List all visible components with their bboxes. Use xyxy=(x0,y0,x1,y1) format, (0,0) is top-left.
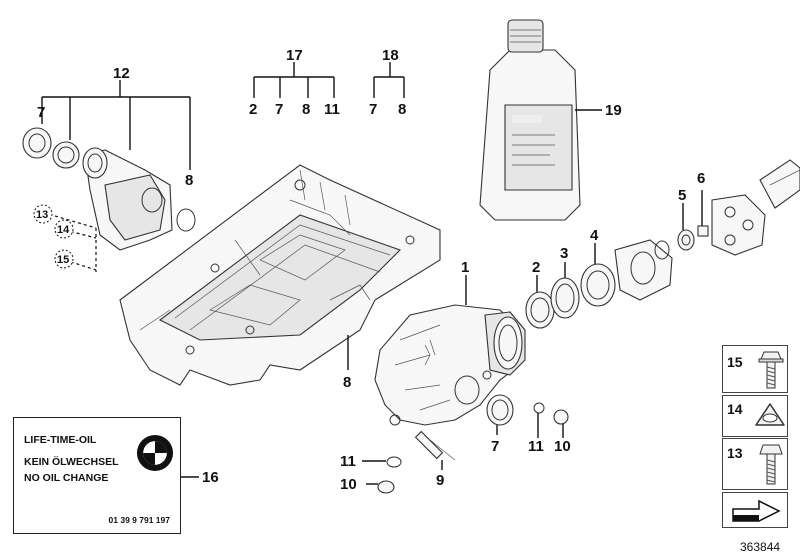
callout-8-cover: 8 xyxy=(185,172,193,189)
callout-8-pan: 8 xyxy=(343,374,351,391)
oil-pan-drawing xyxy=(119,164,441,386)
callout-numbers: 12 7 8 17 2 7 8 11 18 7 8 19 1 2 3 4 5 6… xyxy=(33,47,705,493)
callout-1: 1 xyxy=(461,259,469,276)
callout-7-cover: 7 xyxy=(37,104,45,121)
legend-number-14: 14 xyxy=(727,401,743,417)
legend-arrow-box xyxy=(722,492,788,528)
callout-8-kit17: 8 xyxy=(302,101,310,118)
lifetime-oil-label: LIFE-TIME-OIL KEIN ÖLWECHSEL NO OIL CHAN… xyxy=(13,417,181,534)
callout-15: 15 xyxy=(57,254,69,266)
callout-11-plug: 11 xyxy=(340,453,356,470)
seal-and-flange-parts xyxy=(525,159,800,329)
callout-8-kit18: 8 xyxy=(398,101,406,118)
callout-12: 12 xyxy=(113,65,130,82)
callout-10-plug: 10 xyxy=(340,476,357,493)
callout-11-kit17: 11 xyxy=(324,101,340,118)
callout-10-housing: 10 xyxy=(554,438,571,455)
callout-6: 6 xyxy=(697,170,705,187)
callout-11-housing: 11 xyxy=(528,438,544,455)
label-line-2: KEIN ÖLWECHSEL xyxy=(24,456,119,468)
callout-19: 19 xyxy=(605,102,622,119)
callout-14: 14 xyxy=(57,224,70,236)
callout-3: 3 xyxy=(560,245,568,262)
bmw-logo-icon xyxy=(136,434,174,472)
cover-assembly-drawing xyxy=(22,127,196,251)
hex-bolt-icon xyxy=(759,444,783,485)
oil-bottle-drawing xyxy=(479,19,581,221)
callout-2-kit: 2 xyxy=(249,101,257,118)
callout-18: 18 xyxy=(382,47,399,64)
legend-number-15: 15 xyxy=(727,354,743,370)
callout-13: 13 xyxy=(36,209,48,221)
flange-bolt-icon xyxy=(758,351,784,389)
washer-icon xyxy=(755,403,785,426)
label-part-number: 01 39 9 791 197 xyxy=(108,515,170,525)
legend-item-14: 14 xyxy=(722,395,788,437)
legend-number-13: 13 xyxy=(727,445,743,461)
callout-7-kit17: 7 xyxy=(275,101,283,118)
leader-lines xyxy=(41,62,703,485)
callout-7-housing: 7 xyxy=(491,438,499,455)
label-line-3: NO OIL CHANGE xyxy=(24,472,109,484)
callout-17: 17 xyxy=(286,47,303,64)
callout-7-kit18: 7 xyxy=(369,101,377,118)
callout-2: 2 xyxy=(532,259,540,276)
arrow-icon xyxy=(732,499,781,522)
legend-item-13: 13 xyxy=(722,438,788,490)
callout-4: 4 xyxy=(590,227,599,244)
callout-5: 5 xyxy=(678,187,686,204)
document-id: 363844 xyxy=(740,540,781,554)
legend-item-15: 15 xyxy=(722,345,788,393)
differential-housing-drawing xyxy=(374,304,569,494)
label-line-1: LIFE-TIME-OIL xyxy=(24,434,97,446)
callout-16: 16 xyxy=(202,469,219,486)
callout-9: 9 xyxy=(436,472,444,489)
